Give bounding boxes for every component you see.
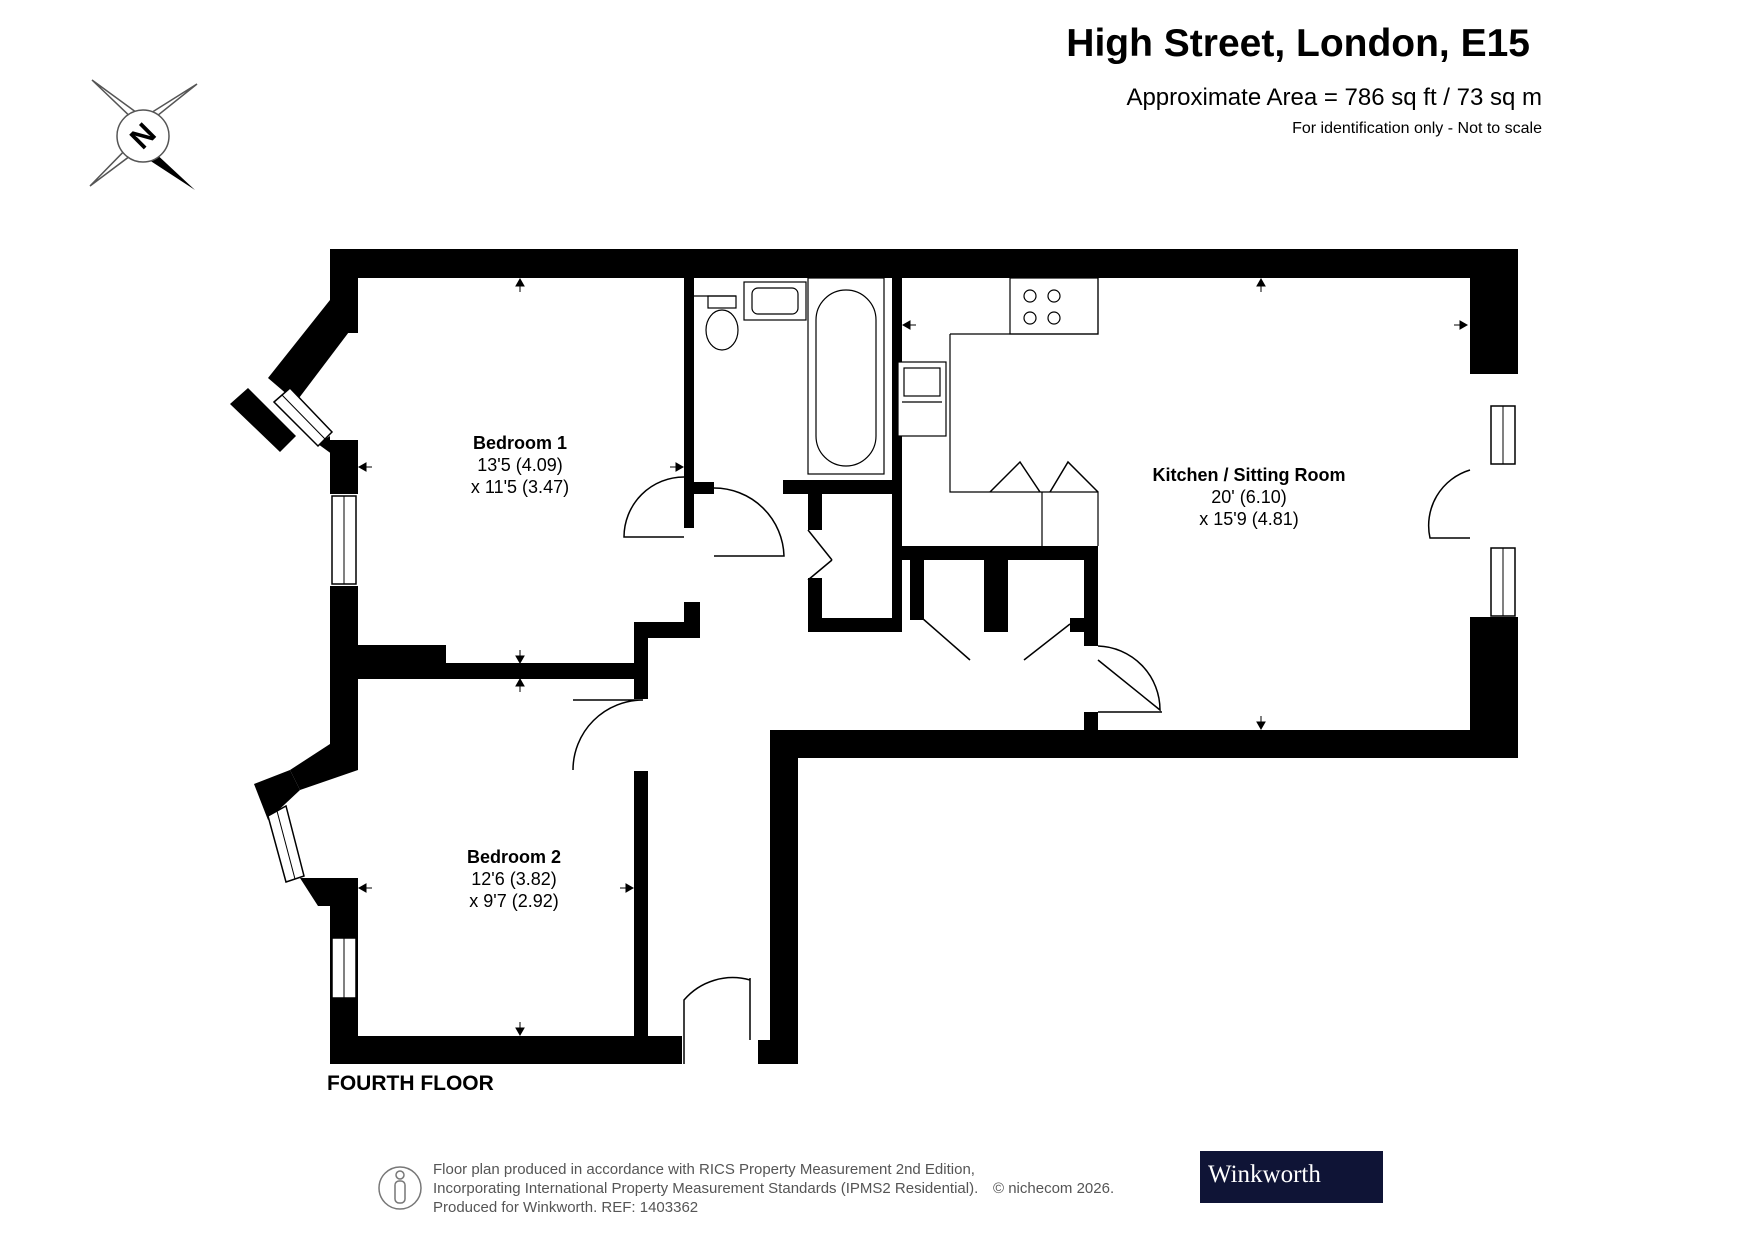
floor-label: FOURTH FLOOR — [327, 1072, 494, 1095]
room-dimension: 12'6 (3.82) — [471, 869, 557, 889]
footer-line: Produced for Winkworth. REF: 1403362 — [433, 1199, 699, 1216]
brand-name: Winkworth — [1208, 1161, 1321, 1188]
room-dimension: x 9'7 (2.92) — [469, 891, 559, 911]
room-name: Bedroom 2 — [466, 847, 562, 867]
walls — [230, 249, 1518, 1064]
interior-walls — [634, 278, 1098, 1036]
footer-line: Incorporating International Property Mea… — [433, 1180, 979, 1197]
winkworth-logo: Winkworth — [1200, 1151, 1383, 1203]
room-dimension: x 11'5 (3.47) — [470, 477, 570, 497]
window-lines — [276, 394, 1504, 998]
room-label-bedroom-2: Bedroom 2 12'6 (3.82) x 9'7 (2.92) — [414, 846, 614, 912]
kitchen-fixtures — [897, 277, 1099, 546]
room-label-kitchen-sitting-room: Kitchen / Sitting Room 20' (6.10) x 15'9… — [1124, 464, 1374, 530]
footer-line: Floor plan produced in accordance with R… — [433, 1161, 975, 1178]
dimension-markers — [357, 277, 1469, 1037]
person-scale-icon — [378, 1166, 422, 1210]
room-label-bedroom-1: Bedroom 1 13'5 (4.09) x 11'5 (3.47) — [420, 432, 620, 498]
room-dimension: x 15'9 (4.81) — [1199, 509, 1299, 529]
room-dimension: 13'5 (4.09) — [477, 455, 563, 475]
compass-icon: N — [89, 79, 198, 190]
room-dimension: 20' (6.10) — [1211, 487, 1287, 507]
footer-notes: Floor plan produced in accordance with R… — [433, 1160, 1114, 1217]
room-name: Kitchen / Sitting Room — [1152, 465, 1346, 485]
door-swings — [572, 460, 1471, 1064]
property-title: High Street, London, E15 — [1066, 22, 1530, 65]
bathroom-fixtures — [694, 277, 885, 475]
room-name: Bedroom 1 — [472, 433, 568, 453]
approximate-area: Approximate Area = 786 sq ft / 73 sq m — [1126, 84, 1542, 111]
disclaimer-text: For identification only - Not to scale — [1292, 120, 1542, 137]
copyright: © nichecom 2026. — [993, 1180, 1115, 1197]
